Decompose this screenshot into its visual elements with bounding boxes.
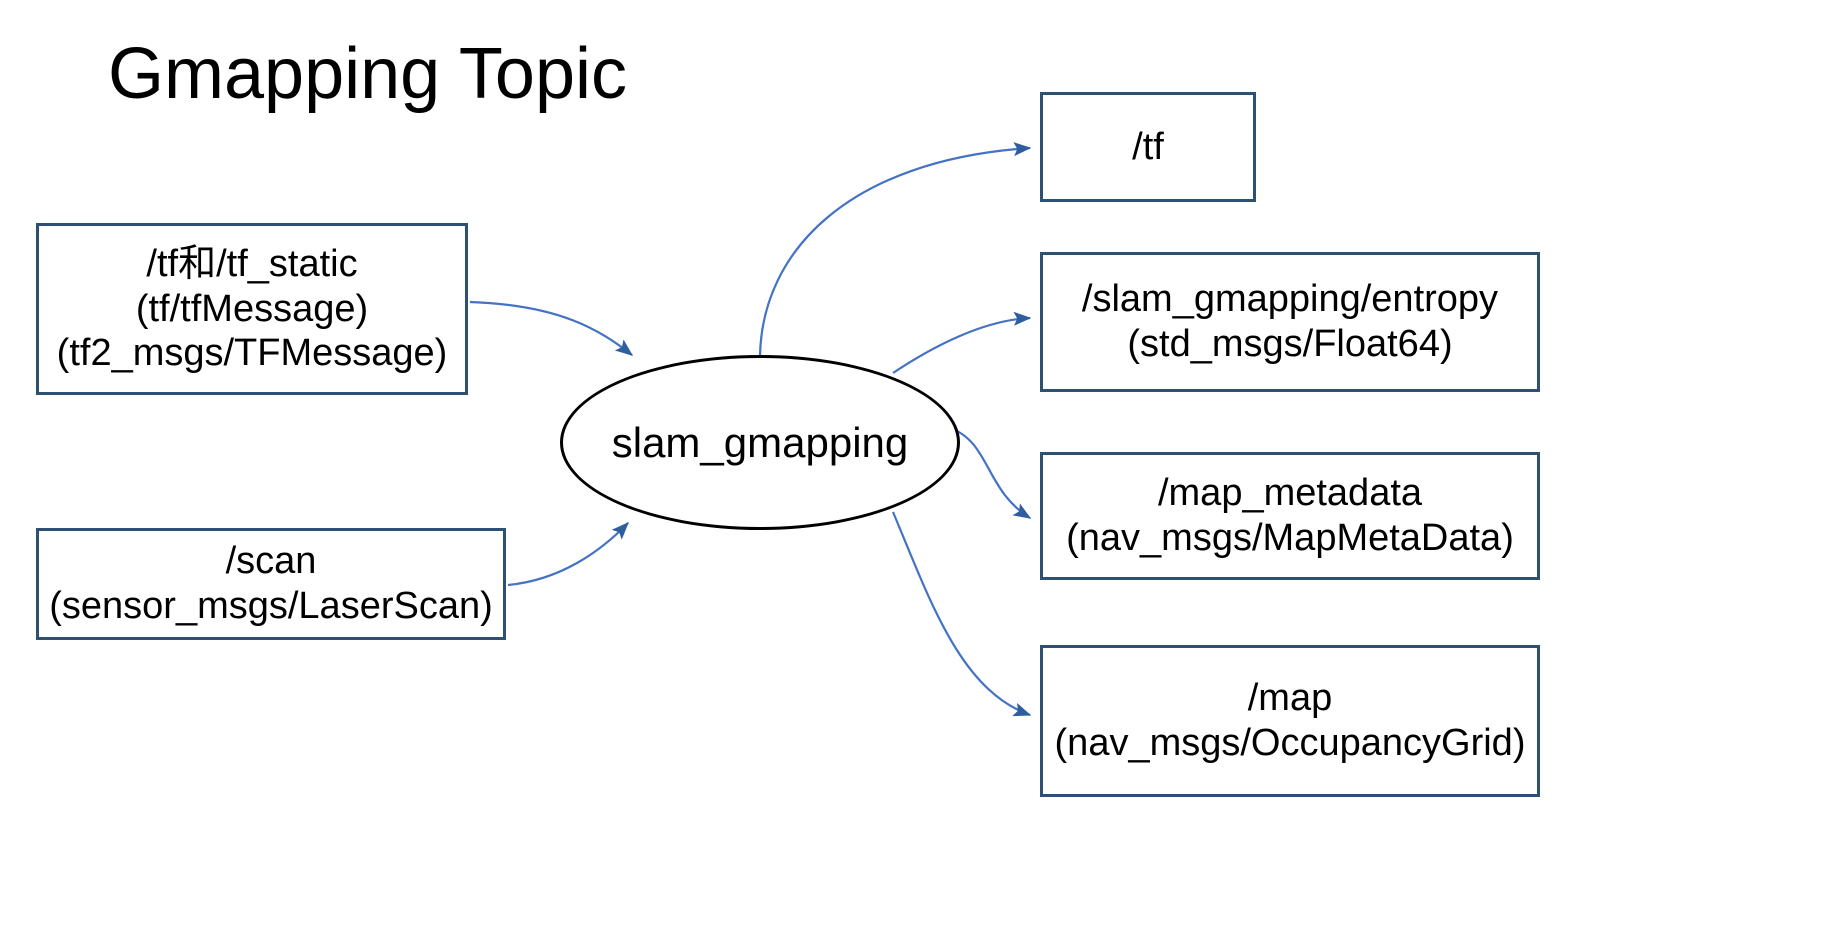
node-line: (std_msgs/Float64) <box>1127 323 1453 365</box>
node-line: /map <box>1247 677 1333 720</box>
center-node-label: slam_gmapping <box>611 418 909 466</box>
node-line: (tf2_msgs/TFMessage) <box>56 332 448 375</box>
edge-tf-static-to-slam <box>469 300 634 356</box>
output-node-tf[interactable]: /tf <box>1040 92 1256 202</box>
edge-scan-to-slam <box>507 522 629 587</box>
node-line: (sensor_msgs/LaserScan) <box>49 585 493 627</box>
node-line: (nav_msgs/OccupancyGrid) <box>1054 722 1526 764</box>
node-line: /tf和/tf_static <box>146 242 358 285</box>
edge-slam-to-map-metadata <box>949 426 1032 519</box>
node-line: /tf <box>1132 125 1164 168</box>
input-node-tf-static[interactable]: /tf和/tf_static (tf/tfMessage) (tf2_msgs/… <box>36 223 468 395</box>
node-line: /slam_gmapping/entropy <box>1081 278 1499 321</box>
page-title: Gmapping Topic <box>108 34 627 114</box>
center-node-slam-gmapping[interactable]: slam_gmapping <box>560 355 960 530</box>
node-line: /scan <box>225 540 317 583</box>
edge-slam-to-map <box>891 511 1032 717</box>
edge-slam-to-entropy <box>892 311 1032 374</box>
output-node-map[interactable]: /map (nav_msgs/OccupancyGrid) <box>1040 645 1540 797</box>
node-line: (tf/tfMessage) <box>135 287 369 330</box>
output-node-entropy[interactable]: /slam_gmapping/entropy (std_msgs/Float64… <box>1040 252 1540 392</box>
node-line: (nav_msgs/MapMetaData) <box>1066 517 1514 559</box>
edge-slam-to-tf <box>758 142 1032 357</box>
input-node-scan[interactable]: /scan (sensor_msgs/LaserScan) <box>36 528 506 640</box>
node-line: /map_metadata <box>1157 472 1423 515</box>
output-node-map-metadata[interactable]: /map_metadata (nav_msgs/MapMetaData) <box>1040 452 1540 580</box>
